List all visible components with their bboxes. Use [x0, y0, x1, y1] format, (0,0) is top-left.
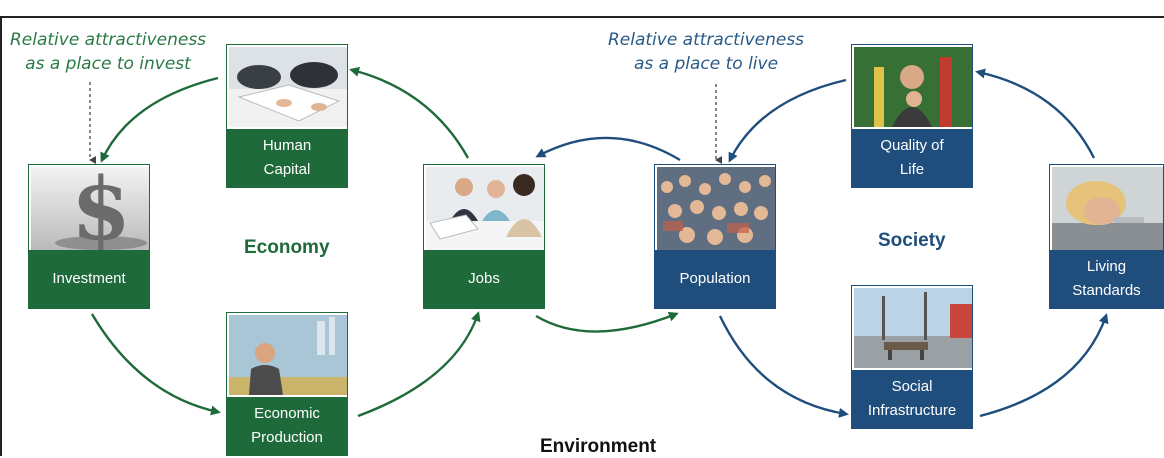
arrow-quality-to-population	[728, 78, 847, 163]
node-social-infrastructure-label: Social Infrastructure	[852, 370, 972, 428]
node-economic-production-label: Economic Production	[227, 397, 347, 455]
node-population-label: Population	[655, 250, 775, 308]
playground-photo	[854, 47, 972, 127]
node-population: Population	[654, 164, 776, 309]
arrow-production-to-jobs	[357, 311, 481, 418]
node-quality-of-life: Quality of Life	[851, 44, 973, 188]
node-jobs-label: Jobs	[424, 250, 544, 308]
arrow-social-to-living	[979, 313, 1109, 418]
crowd-photo	[657, 167, 775, 251]
invest-annotation: Relative attractiveness as a place to in…	[9, 30, 207, 74]
meeting-photo	[229, 47, 347, 127]
node-living-standards-label: Living Standards	[1050, 250, 1163, 308]
arrow-living-to-quality	[975, 68, 1096, 159]
dollar-sign-photo: $	[31, 167, 149, 251]
society-label: Society	[878, 230, 946, 251]
node-human-capital: Human Capital	[226, 44, 348, 188]
drinking-water-photo	[1052, 167, 1163, 251]
svg-text:$: $	[71, 167, 131, 251]
node-living-standards: Living Standards	[1049, 164, 1164, 309]
park-bench-photo	[854, 288, 972, 368]
arrow-investment-to-production	[90, 313, 221, 416]
arrow-human-capital-to-investment	[100, 76, 219, 163]
node-quality-of-life-label: Quality of Life	[852, 129, 972, 187]
economy-label: Economy	[244, 237, 330, 258]
office-workers-photo	[426, 167, 544, 251]
arrow-jobs-to-population	[535, 311, 679, 333]
node-economic-production: Economic Production	[226, 312, 348, 456]
node-investment-label: Investment	[29, 250, 149, 308]
arrow-jobs-to-human-capital	[349, 66, 470, 159]
arrow-population-to-jobs	[535, 136, 681, 162]
node-jobs: Jobs	[423, 164, 545, 309]
live-annotation: Relative attractiveness as a place to li…	[607, 30, 805, 74]
diagram-frame	[0, 16, 1164, 456]
production-photo	[229, 315, 347, 395]
node-human-capital-label: Human Capital	[227, 129, 347, 187]
environment-label: Environment	[540, 436, 657, 457]
node-social-infrastructure: Social Infrastructure	[851, 285, 973, 429]
node-investment: $ Investment	[28, 164, 150, 309]
arrow-population-to-social	[718, 315, 849, 418]
